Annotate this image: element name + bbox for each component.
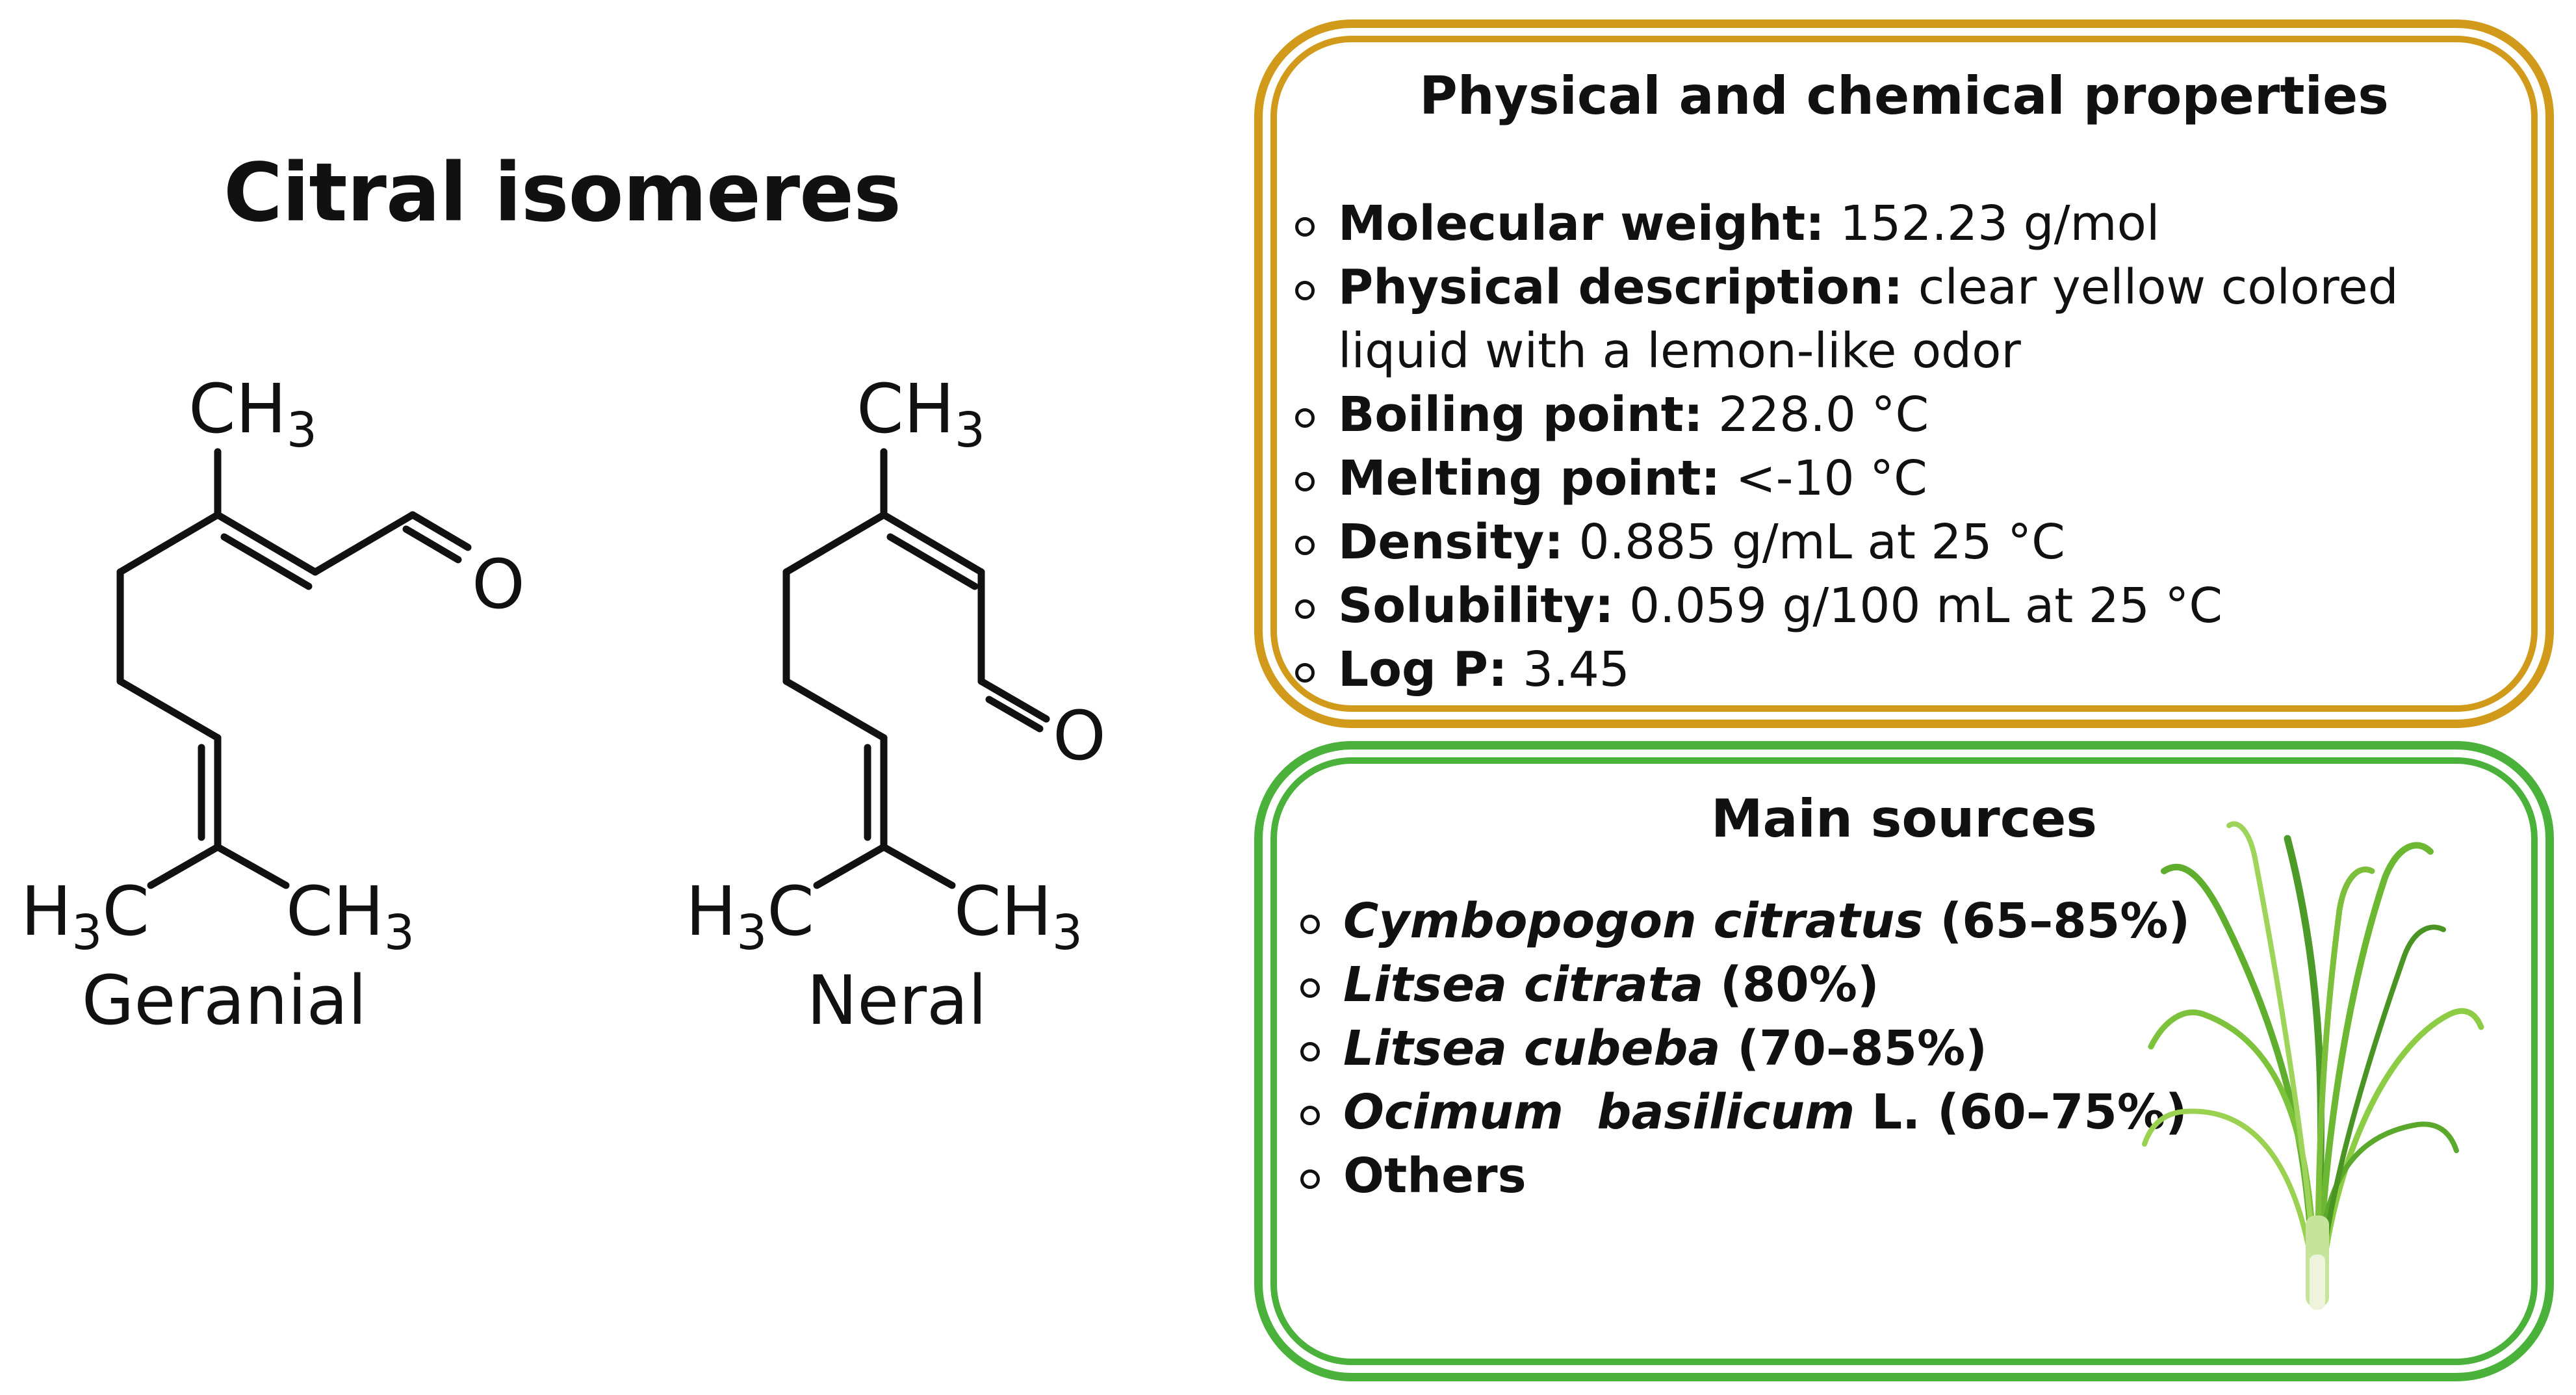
- hollow-circle-bullet-icon: [1295, 472, 1315, 491]
- sources-panel-title: Main sources: [1710, 789, 2098, 849]
- properties-list: Molecular weight: 152.23 g/mol Physical …: [1295, 192, 2517, 701]
- lemongrass-plant-icon: [2142, 821, 2484, 1310]
- list-item: Physical description: clear yellow color…: [1295, 255, 2517, 383]
- hollow-circle-bullet-icon: [1300, 1106, 1320, 1125]
- hollow-circle-bullet-icon: [1295, 217, 1315, 237]
- list-item: Molecular weight: 152.23 g/mol: [1295, 192, 2517, 255]
- properties-panel: Physical and chemical properties Molecul…: [1254, 20, 2554, 728]
- hollow-circle-bullet-icon: [1300, 978, 1320, 998]
- geranial-structure: [116, 448, 472, 889]
- neral-top-methyl: CH3: [857, 369, 985, 458]
- sources-list: Cymbopogon citratus (65–85%) Litsea citr…: [1300, 889, 2210, 1208]
- neral-label: Neral: [806, 961, 986, 1040]
- geranial-top-methyl: CH3: [188, 369, 317, 458]
- hollow-circle-bullet-icon: [1295, 408, 1315, 428]
- list-item: Solubility: 0.059 g/100 mL at 25 °C: [1295, 574, 2517, 638]
- neral-right-methyl: CH3: [954, 872, 1083, 961]
- list-item: Litsea cubeba (70–85%): [1300, 1017, 2210, 1080]
- list-item: Melting point: <-10 °C: [1295, 447, 2517, 510]
- hollow-circle-bullet-icon: [1300, 1042, 1320, 1062]
- neral-oxygen: O: [1053, 696, 1106, 776]
- neral-left-methyl: H3C: [686, 872, 814, 961]
- sources-panel: Main sources Cymbopogon citratus (65–85%…: [1254, 741, 2554, 1381]
- hollow-circle-bullet-icon: [1295, 599, 1315, 619]
- geranial-left-methyl: H3C: [21, 872, 149, 961]
- citral-isomers-structures: CH3 O H3C CH3 Geranial CH3 O H3C CH3 Ner…: [21, 369, 1106, 1040]
- properties-panel-title: Physical and chemical properties: [1419, 66, 2389, 126]
- list-item: Litsea citrata (80%): [1300, 953, 2210, 1017]
- hollow-circle-bullet-icon: [1300, 915, 1320, 934]
- geranial-oxygen: O: [472, 545, 525, 624]
- list-item: Boiling point: 228.0 °C: [1295, 383, 2517, 447]
- hollow-circle-bullet-icon: [1295, 536, 1315, 555]
- list-item: Cymbopogon citratus (65–85%): [1300, 889, 2210, 953]
- geranial-label: Geranial: [82, 961, 367, 1040]
- diagram-title: Citral isomeres: [223, 146, 901, 240]
- neral-structure: [782, 448, 1050, 889]
- hollow-circle-bullet-icon: [1295, 663, 1315, 683]
- list-item: Ocimum basilicum L. (60–75%): [1300, 1080, 2210, 1144]
- list-item: Density: 0.885 g/mL at 25 °C: [1295, 510, 2517, 574]
- hollow-circle-bullet-icon: [1295, 281, 1315, 300]
- list-item: Log P: 3.45: [1295, 638, 2517, 701]
- geranial-right-methyl: CH3: [286, 872, 415, 961]
- list-item: Others: [1300, 1144, 2210, 1208]
- hollow-circle-bullet-icon: [1300, 1169, 1320, 1189]
